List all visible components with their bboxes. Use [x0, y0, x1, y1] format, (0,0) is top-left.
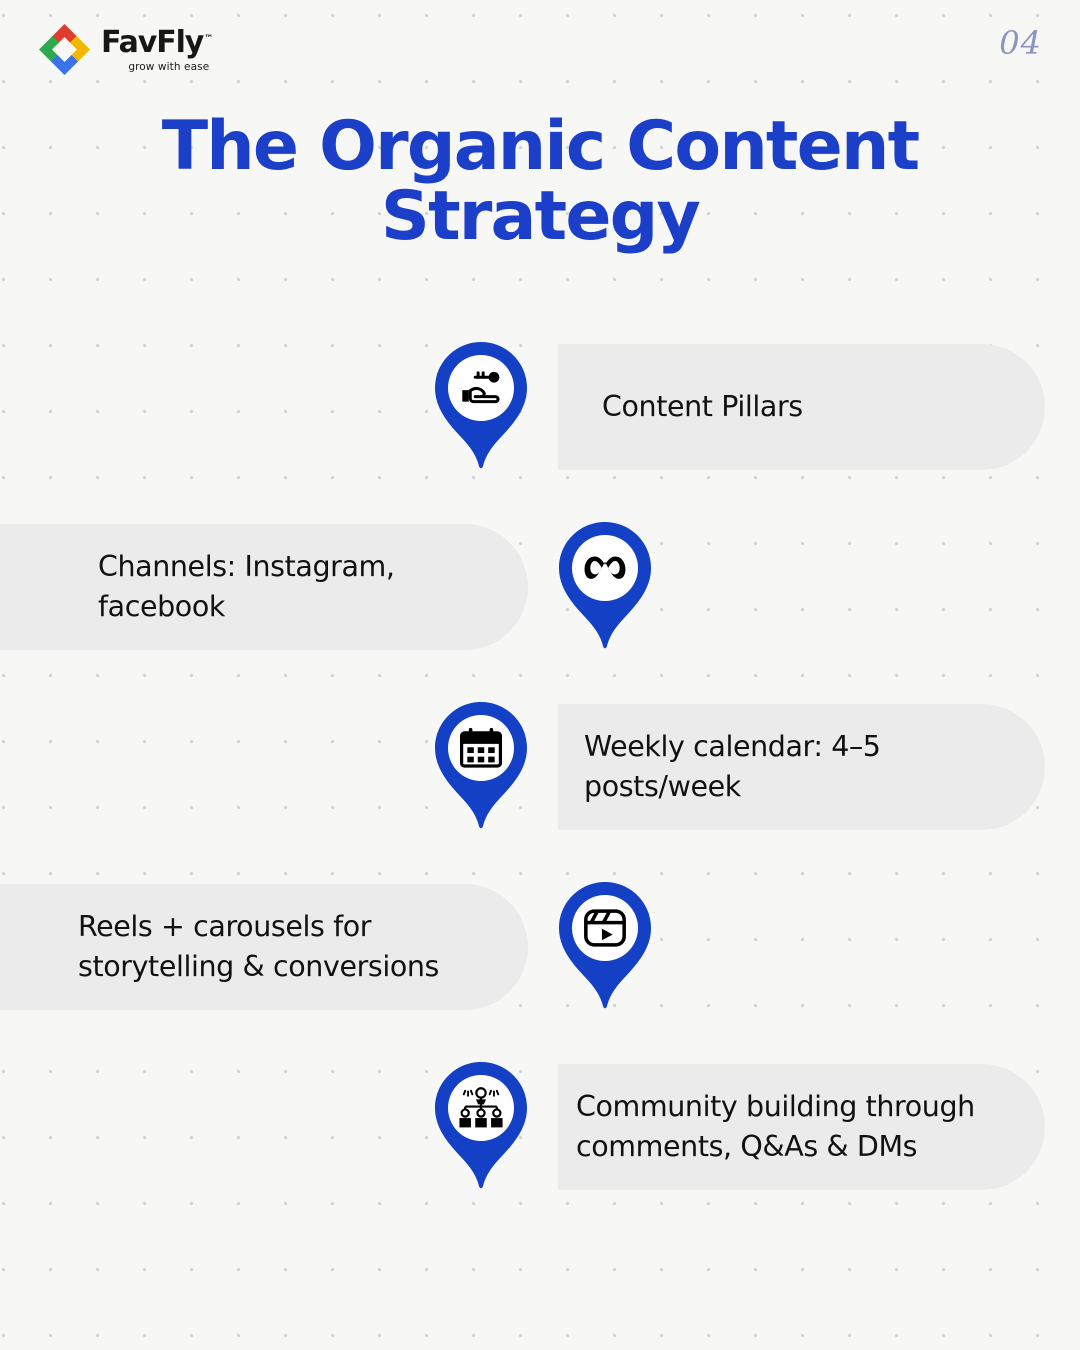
label-pill-reels: Reels + carousels for storytelling & con…	[0, 884, 528, 1010]
label-pill-weekly-calendar: Weekly calendar: 4–5 posts/week	[558, 704, 1045, 830]
trademark-symbol: ™	[204, 34, 214, 44]
brand-tagline: grow with ease	[128, 61, 210, 73]
brand-wordmark: FavFly™ grow with ease	[101, 22, 214, 74]
list-item: Channels: Instagram, facebook	[0, 520, 1080, 700]
list-item: Content Pillars	[0, 340, 1080, 520]
label-pill-content-pillars: Content Pillars	[558, 344, 1045, 470]
list-item-label: Channels: Instagram, facebook	[98, 549, 395, 623]
page-title: The Organic Content Strategy	[161, 107, 920, 257]
map-pin-community[interactable]	[433, 1060, 529, 1190]
map-pin-reels[interactable]	[557, 880, 653, 1010]
map-pin-content-pillars[interactable]	[433, 340, 529, 470]
favfly-diamond-logo	[37, 22, 92, 77]
map-pin-weekly-calendar[interactable]	[433, 700, 529, 830]
reels-play-icon	[557, 880, 653, 976]
list-item: Weekly calendar: 4–5 posts/week	[0, 700, 1080, 880]
calendar-icon	[433, 700, 529, 796]
label-pill-channels: Channels: Instagram, facebook	[0, 524, 528, 650]
list-item-label: Reels + carousels for storytelling & con…	[78, 909, 440, 983]
list-item-label: Community building through comments, Q&A…	[576, 1089, 975, 1163]
list-item-label: Weekly calendar: 4–5 posts/week	[584, 729, 881, 803]
brand-name: FavFly™	[101, 25, 214, 60]
brand-logo: FavFly™ grow with ease	[37, 22, 213, 77]
map-pin-channels[interactable]	[557, 520, 653, 650]
list-item-label: Content Pillars	[602, 389, 803, 423]
community-network-icon	[433, 1060, 529, 1156]
page-number: 04	[999, 24, 1042, 62]
label-pill-community: Community building through comments, Q&A…	[558, 1064, 1045, 1190]
list-item: Community building through comments, Q&A…	[0, 1060, 1080, 1240]
meta-logo-icon	[557, 520, 653, 616]
hand-holding-key-icon	[433, 340, 529, 436]
list-item: Reels + carousels for storytelling & con…	[0, 880, 1080, 1060]
strategy-list: Content Pillars Channels: Instagram, fac…	[0, 340, 1080, 1240]
